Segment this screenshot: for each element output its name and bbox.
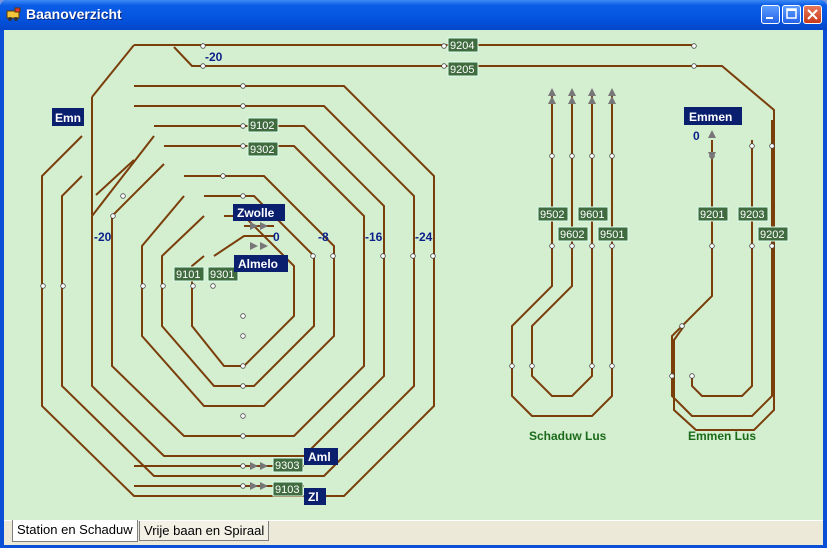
block-9102[interactable]: 9102 bbox=[250, 120, 274, 132]
block-9205[interactable]: 9205 bbox=[450, 64, 474, 76]
block-9501[interactable]: 9501 bbox=[600, 229, 624, 241]
block-9302[interactable]: 9302 bbox=[250, 144, 274, 156]
station-aml[interactable]: Aml bbox=[308, 450, 331, 464]
station-zwolle[interactable]: Zwolle bbox=[237, 206, 275, 220]
level-labels: -20 -20 0 0 -8 -16 -24 bbox=[94, 50, 700, 244]
spiral-ring-1 bbox=[41, 85, 435, 497]
level-m20-top: -20 bbox=[205, 50, 223, 64]
spiral-ring-5 bbox=[141, 175, 335, 407]
block-9502[interactable]: 9502 bbox=[540, 209, 564, 221]
station-emn[interactable]: Emn bbox=[55, 111, 81, 125]
track-segment bbox=[173, 46, 775, 431]
track-segment bbox=[91, 44, 135, 98]
title-bar[interactable]: Baanoverzicht bbox=[0, 0, 827, 30]
track-lines bbox=[41, 44, 775, 497]
window-title: Baanoverzicht bbox=[26, 6, 122, 22]
track-segment bbox=[213, 235, 274, 257]
block-9602[interactable]: 9602 bbox=[560, 229, 584, 241]
level-m16: -16 bbox=[365, 230, 383, 244]
loop-label-emmen: Emmen Lus bbox=[688, 429, 756, 443]
station-almelo[interactable]: Almelo bbox=[238, 257, 278, 271]
minimize-icon bbox=[766, 17, 773, 19]
signal-arrows bbox=[250, 88, 716, 490]
tab-vrije-baan-en-spiraal[interactable]: Vrije baan en Spiraal bbox=[139, 521, 270, 541]
block-9303[interactable]: 9303 bbox=[275, 460, 299, 472]
track-diagram: 9204 9205 9102 9302 9502 9601 9602 9501 … bbox=[40, 37, 789, 505]
level-m8: -8 bbox=[318, 230, 329, 244]
station-zl[interactable]: Zl bbox=[308, 490, 319, 504]
level-0-center: 0 bbox=[273, 230, 280, 244]
close-button[interactable] bbox=[803, 5, 822, 24]
track-segment bbox=[95, 159, 135, 196]
switch-markers bbox=[40, 43, 775, 489]
block-9301[interactable]: 9301 bbox=[210, 269, 234, 281]
track-overview-panel: 9204 9205 9102 9302 9502 9601 9602 9501 … bbox=[4, 30, 823, 545]
level-m20-left: -20 bbox=[94, 230, 112, 244]
emmen-loop-inner bbox=[691, 140, 753, 397]
schaduw-outer bbox=[511, 90, 613, 417]
block-9202[interactable]: 9202 bbox=[760, 229, 784, 241]
station-emmen[interactable]: Emmen bbox=[689, 110, 732, 124]
train-app-icon bbox=[6, 7, 21, 21]
block-9101[interactable]: 9101 bbox=[176, 269, 200, 281]
close-icon bbox=[807, 9, 818, 20]
station-labels: Emn Emmen Zwolle Almelo Aml Zl bbox=[52, 107, 742, 505]
spiral-ring-4 bbox=[111, 145, 365, 437]
block-9201[interactable]: 9201 bbox=[700, 209, 724, 221]
schaduw-inner bbox=[531, 90, 593, 397]
level-0-emmen: 0 bbox=[693, 129, 700, 143]
level-m24: -24 bbox=[415, 230, 433, 244]
spiral-ring-6 bbox=[161, 195, 315, 387]
block-9203[interactable]: 9203 bbox=[740, 209, 764, 221]
maximize-button[interactable] bbox=[782, 5, 801, 24]
block-labels: 9204 9205 9102 9302 9502 9601 9602 9501 … bbox=[173, 37, 789, 497]
maximize-icon bbox=[786, 8, 797, 19]
tab-station-en-schaduw[interactable]: Station en Schaduw bbox=[12, 520, 138, 542]
emmen-loop-outer bbox=[671, 120, 773, 417]
minimize-button[interactable] bbox=[761, 5, 780, 24]
loop-labels: Schaduw Lus Emmen Lus bbox=[529, 429, 756, 443]
block-9204[interactable]: 9204 bbox=[450, 40, 474, 52]
spiral-ring-2 bbox=[61, 105, 415, 477]
loop-label-schaduw: Schaduw Lus bbox=[529, 429, 607, 443]
tab-bar: Station en Schaduw Vrije baan en Spiraal bbox=[4, 520, 823, 545]
block-9601[interactable]: 9601 bbox=[580, 209, 604, 221]
block-9103[interactable]: 9103 bbox=[275, 484, 299, 496]
